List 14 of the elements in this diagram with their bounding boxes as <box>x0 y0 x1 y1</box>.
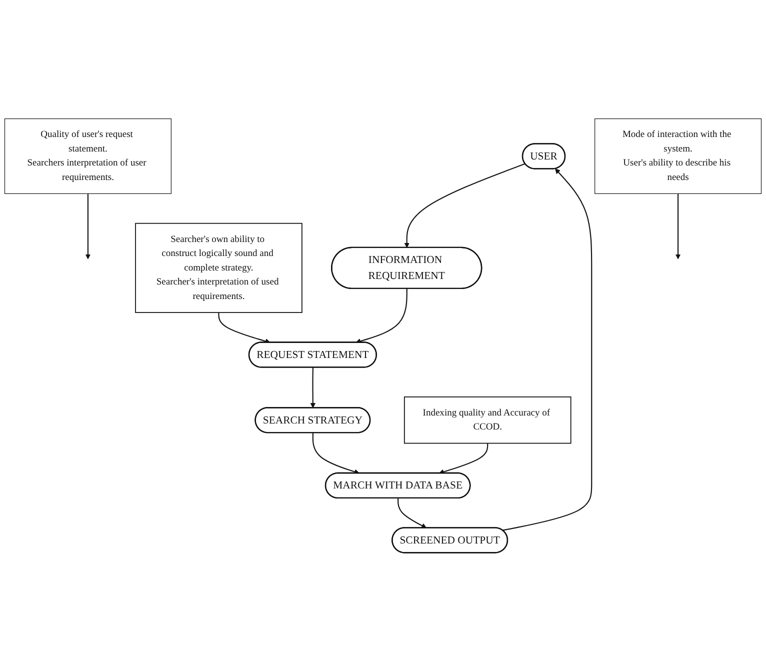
arrow <box>85 194 91 260</box>
arrow <box>310 368 316 408</box>
node-box: Searcher's own ability to construct logically sound and complete strategy. Searcher's interpretation of used requirements. <box>135 223 302 314</box>
arrow <box>312 433 360 475</box>
node-box: Quality of user's request statement. Searchers interpretation of user requirements. <box>4 118 172 194</box>
arrow <box>398 498 427 528</box>
node-box: Indexing quality and Accuracy of CCOD. <box>404 396 572 444</box>
arrow <box>356 289 408 344</box>
arrow <box>404 164 526 248</box>
arrow <box>675 194 681 260</box>
arrow <box>218 312 270 344</box>
arrow <box>502 168 592 532</box>
arrow <box>438 444 488 475</box>
node-box: Mode of interaction with the system. User's ability to describe his needs <box>594 118 762 194</box>
